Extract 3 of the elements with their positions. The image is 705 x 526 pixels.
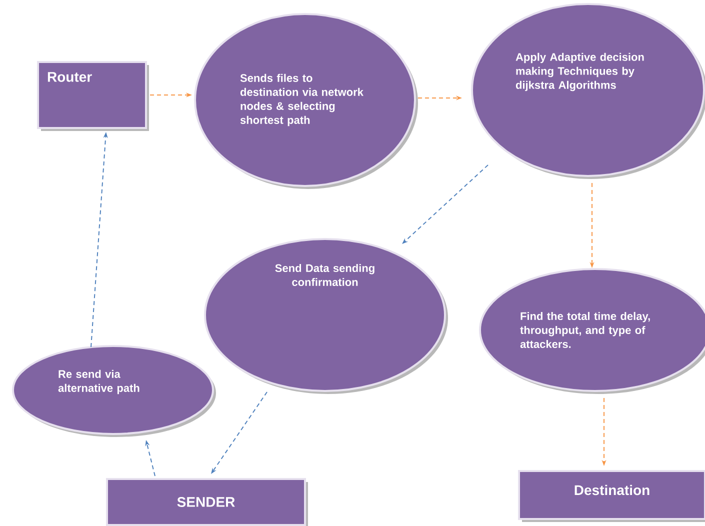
process-box: Router: [37, 61, 147, 129]
process-box: Destination: [518, 470, 705, 520]
process-box: SENDER: [106, 478, 306, 526]
